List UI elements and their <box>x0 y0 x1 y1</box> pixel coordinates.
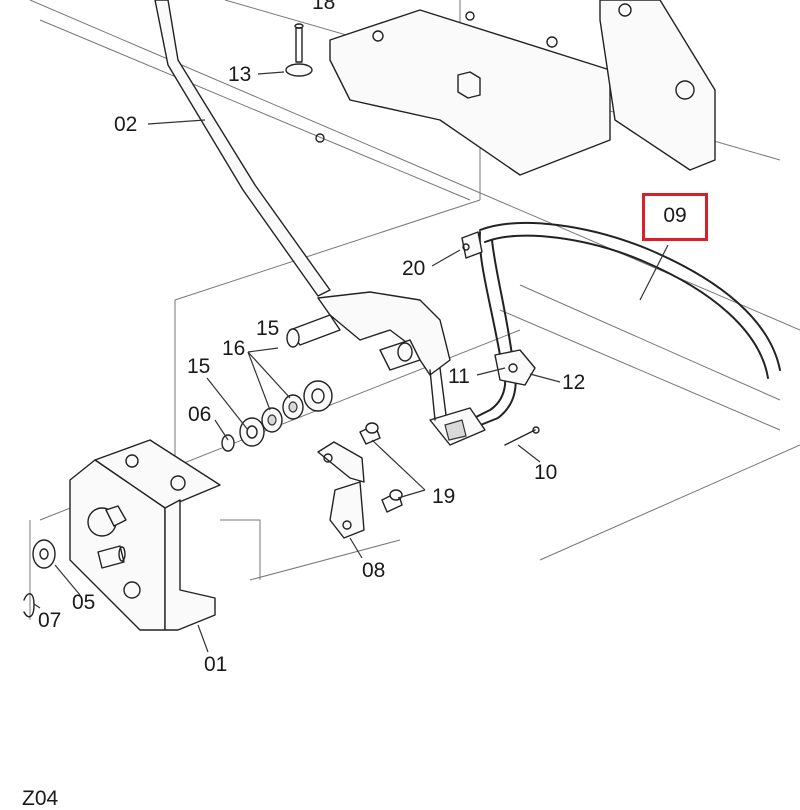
label-08: 08 <box>362 559 386 582</box>
label-16: 16 <box>222 337 246 360</box>
connector-switch <box>429 367 486 446</box>
highlighted-part-09-box: 09 <box>642 193 708 241</box>
label-11: 11 <box>448 365 470 388</box>
label-10: 10 <box>534 461 558 484</box>
clamp-11-12 <box>494 349 536 386</box>
mounting-bracket-01 <box>69 439 221 631</box>
washer-07 <box>23 539 56 618</box>
label-15-upper: 15 <box>256 317 280 340</box>
lever-rod-02 <box>154 0 451 376</box>
label-13: 13 <box>228 63 252 86</box>
label-12: 12 <box>562 371 586 394</box>
label-01: 01 <box>204 653 228 676</box>
bolt-13 <box>285 23 313 77</box>
label-page-code: Z04 <box>22 787 59 810</box>
label-19: 19 <box>432 485 456 508</box>
washer-stack <box>221 380 333 452</box>
label-18: 18 <box>312 0 336 14</box>
label-15-lower: 15 <box>187 355 211 378</box>
pin-10 <box>504 426 540 446</box>
highlighted-part-09-label: 09 <box>663 204 687 227</box>
label-06: 06 <box>188 403 212 426</box>
label-05: 05 <box>72 591 96 614</box>
label-07: 07 <box>38 609 62 632</box>
upper-bracket <box>315 0 716 176</box>
label-20: 20 <box>402 257 426 280</box>
label-02: 02 <box>114 113 138 136</box>
cable-harness-09 <box>461 222 781 427</box>
bracket-08 <box>317 422 403 539</box>
leader-lines <box>33 71 669 653</box>
